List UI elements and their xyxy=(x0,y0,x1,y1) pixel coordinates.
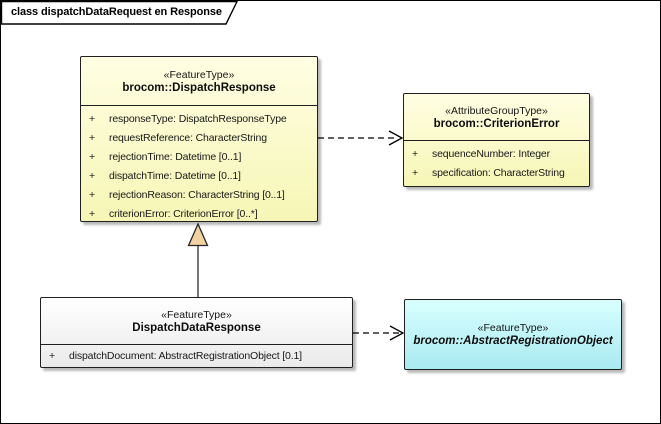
attribute-row: + rejectionTime: Datetime [0..1] xyxy=(81,147,317,166)
class-box-criterion-error[interactable]: «AttributeGroupType» brocom::CriterionEr… xyxy=(403,93,590,187)
class-header: «FeatureType» brocom::DispatchResponse xyxy=(81,57,317,106)
attribute-row: + dispatchTime: Datetime [0..1] xyxy=(81,166,317,185)
stereotype-label: «AttributeGroupType» xyxy=(445,104,548,117)
attribute-text: sequenceNumber: Integer xyxy=(432,147,550,160)
class-name-label: DispatchDataResponse xyxy=(132,321,261,334)
attributes-compartment: + dispatchDocument: AbstractRegistration… xyxy=(41,345,352,365)
visibility-symbol: + xyxy=(89,112,95,125)
attribute-text: criterionError: CriterionError [0..*] xyxy=(109,207,258,220)
attributes-compartment: + responseType: DispatchResponseType + r… xyxy=(81,106,317,223)
visibility-symbol: + xyxy=(89,131,95,144)
class-name-label: brocom::CriterionError xyxy=(433,117,560,130)
class-header: «AttributeGroupType» brocom::CriterionEr… xyxy=(404,94,589,141)
stereotype-label: «FeatureType» xyxy=(477,322,549,334)
class-header: «FeatureType» DispatchDataResponse xyxy=(41,298,352,345)
class-name-label: brocom::AbstractRegistrationObject xyxy=(413,335,613,347)
visibility-symbol: + xyxy=(89,188,95,201)
attribute-row: + criterionError: CriterionError [0..*] xyxy=(81,204,317,223)
attribute-text: rejectionReason: CharacterString [0..1] xyxy=(109,188,285,201)
visibility-symbol: + xyxy=(412,166,418,179)
attribute-text: requestReference: CharacterString xyxy=(109,131,267,144)
attribute-row: + sequenceNumber: Integer xyxy=(404,144,589,163)
class-box-dispatch-data-response[interactable]: «FeatureType» DispatchDataResponse + dis… xyxy=(40,297,353,368)
attributes-compartment: + sequenceNumber: Integer + specificatio… xyxy=(404,141,589,182)
attribute-row: + specification: CharacterString xyxy=(404,163,589,182)
class-box-dispatch-response[interactable]: «FeatureType» brocom::DispatchResponse +… xyxy=(80,56,318,222)
class-header: «FeatureType» brocom::AbstractRegistrati… xyxy=(405,300,621,369)
visibility-symbol: + xyxy=(89,169,95,182)
attribute-text: dispatchDocument: AbstractRegistrationOb… xyxy=(69,349,302,362)
class-box-abstract-registration-object[interactable]: «FeatureType» brocom::AbstractRegistrati… xyxy=(404,299,622,370)
visibility-symbol: + xyxy=(49,349,55,362)
stereotype-label: «FeatureType» xyxy=(161,308,232,321)
attribute-row: + dispatchDocument: AbstractRegistration… xyxy=(41,346,352,365)
attribute-text: dispatchTime: Datetime [0..1] xyxy=(109,169,241,182)
visibility-symbol: + xyxy=(412,147,418,160)
stereotype-label: «FeatureType» xyxy=(163,68,235,81)
class-name-label: brocom::DispatchResponse xyxy=(122,81,276,94)
attribute-row: + requestReference: CharacterString xyxy=(81,128,317,147)
visibility-symbol: + xyxy=(89,150,95,163)
visibility-symbol: + xyxy=(89,207,95,220)
attribute-text: rejectionTime: Datetime [0..1] xyxy=(109,150,242,163)
attribute-row: + rejectionReason: CharacterString [0..1… xyxy=(81,185,317,204)
attribute-row: + responseType: DispatchResponseType xyxy=(81,109,317,128)
diagram-title: class dispatchDataRequest en Response xyxy=(11,6,222,18)
attribute-text: specification: CharacterString xyxy=(432,166,565,179)
attribute-text: responseType: DispatchResponseType xyxy=(109,112,287,125)
